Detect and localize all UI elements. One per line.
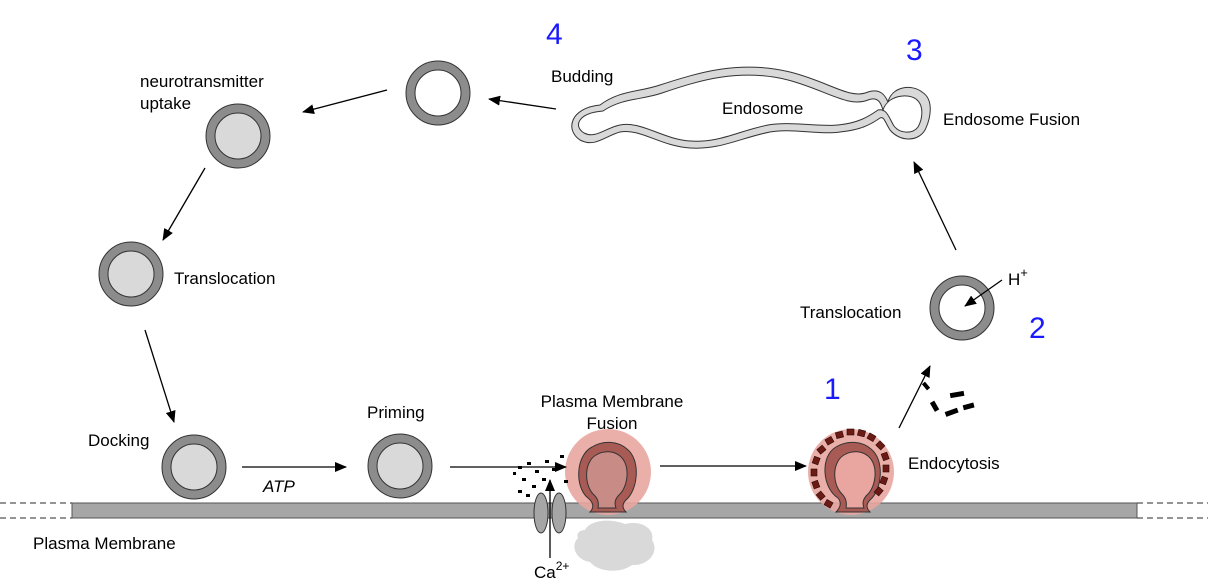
label-endosome-fusion: Endosome Fusion bbox=[943, 110, 1080, 129]
label-endocytosis: Endocytosis bbox=[908, 454, 1000, 473]
endocytosis-vesicle bbox=[808, 428, 894, 515]
label-calcium: Ca2+ bbox=[534, 559, 569, 582]
vesicle-acidification bbox=[929, 275, 995, 341]
calcium-channel bbox=[533, 492, 567, 534]
label-priming: Priming bbox=[367, 403, 425, 422]
arrow-budding bbox=[488, 95, 557, 110]
label-atp: ATP bbox=[262, 477, 295, 496]
label-translocation-right: Translocation bbox=[800, 303, 901, 322]
fusion-vesicle bbox=[565, 429, 651, 515]
step-number-4: 4 bbox=[546, 18, 563, 51]
neurotransmitter-cloud bbox=[574, 520, 655, 571]
vesicle-budded bbox=[405, 60, 471, 126]
arrow-to-translocation bbox=[162, 167, 206, 241]
step-number-1: 1 bbox=[824, 373, 841, 406]
label-h-plus: H+ bbox=[1008, 265, 1028, 289]
arrow-translocation-endosome bbox=[913, 161, 957, 251]
vesicle-uptake bbox=[205, 103, 271, 169]
arrow-proton-entry bbox=[964, 279, 1003, 307]
arrow-to-uptake bbox=[302, 89, 388, 115]
step-number-3: 3 bbox=[906, 34, 923, 67]
endosome-shape bbox=[571, 66, 931, 149]
vesicle-priming bbox=[367, 433, 433, 499]
arrow-endocytosis-translocation bbox=[898, 365, 931, 429]
vesicle-translocation-left bbox=[98, 241, 164, 307]
arrow-to-docking bbox=[144, 329, 176, 423]
vesicle-docking bbox=[161, 434, 227, 500]
cycle-arrows bbox=[144, 89, 1003, 558]
label-translocation-left: Translocation bbox=[174, 269, 275, 288]
label-endosome: Endosome bbox=[722, 99, 803, 118]
label-docking: Docking bbox=[88, 431, 149, 450]
label-budding: Budding bbox=[551, 67, 613, 86]
step-number-2: 2 bbox=[1029, 312, 1046, 345]
released-transmitter-dots bbox=[513, 455, 568, 497]
clathrin-fragments bbox=[921, 381, 975, 417]
label-plasma-membrane: Plasma Membrane bbox=[33, 534, 176, 553]
